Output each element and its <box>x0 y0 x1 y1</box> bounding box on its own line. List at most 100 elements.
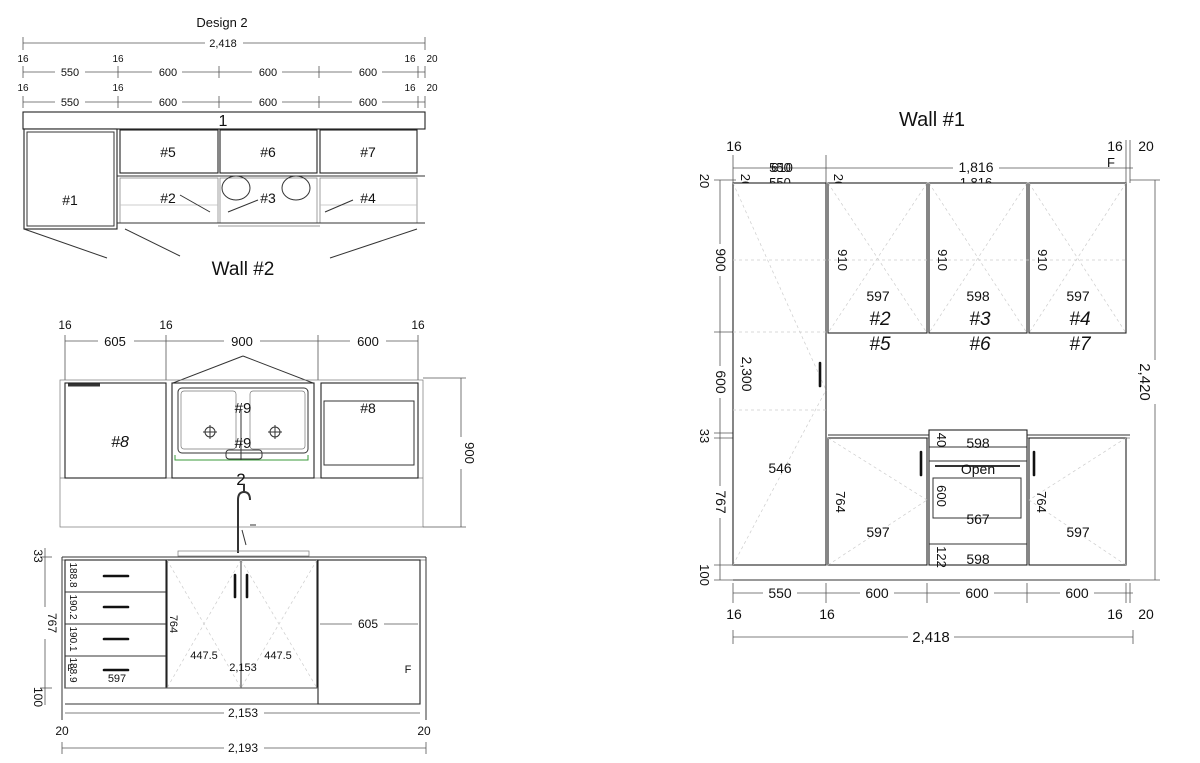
upper-label-a: #3 <box>969 309 991 330</box>
wall2-row2-dim: 550 <box>61 97 79 109</box>
upper-label-b: #6 <box>969 334 991 355</box>
wall1-overlap-dim: 610 <box>771 160 793 175</box>
wall2-row1-dim: 600 <box>259 67 277 79</box>
oven-bottom-width: 598 <box>966 551 990 567</box>
oven-height: 600 <box>934 485 949 507</box>
sink-plan-unit-9-top: #9 <box>235 400 252 417</box>
drawer-height: 190.2 <box>67 594 78 619</box>
sink-plan-number: 2 <box>236 470 245 489</box>
wall1-left-20: 20 <box>697 174 712 188</box>
wall2-row2-dim: 16 <box>17 83 29 94</box>
oven-label: Open <box>961 461 995 477</box>
lower-width: 597 <box>866 524 890 540</box>
lower-height: 764 <box>1034 491 1049 513</box>
elev2-end-right: 20 <box>417 724 431 738</box>
design-title: Design 2 <box>196 15 247 30</box>
upper-label-a: #2 <box>869 309 891 330</box>
elev2-end-left: 20 <box>55 724 69 738</box>
elev2-total-width: 2,193 <box>228 741 258 755</box>
unit-1-label: #1 <box>62 192 78 208</box>
wall1-left-dim: 600 <box>713 370 729 394</box>
upper-width: 597 <box>1066 288 1090 304</box>
wall-1-elevation: Wall #1 16 16 20 550 610 1,816 F 550 1,8… <box>697 109 1162 646</box>
sink-plan-unit-8-right: #8 <box>360 400 376 416</box>
door-width-left: 447.5 <box>190 650 218 662</box>
wall2-row2-dim: 600 <box>359 97 377 109</box>
upper-height: 910 <box>1035 249 1050 271</box>
sink-plan-dim: 16 <box>159 318 173 332</box>
oven-width: 567 <box>966 511 990 527</box>
wall2-total-dim: 2,418 <box>209 38 237 50</box>
upper-width: 598 <box>966 288 990 304</box>
unit-2-label: #2 <box>160 190 176 206</box>
unit-5-label: #5 <box>160 144 176 160</box>
upper-height: 910 <box>935 249 950 271</box>
oven-top-height: 40 <box>934 433 949 447</box>
elev2-inner-width: 2,153 <box>228 706 258 720</box>
lower-height: 764 <box>833 491 848 513</box>
sink-plan-dim: 605 <box>104 334 126 349</box>
drawer-height: 188.8 <box>67 562 78 587</box>
wall2-row2-dim: 16 <box>112 83 124 94</box>
wall1-bottom-dim: 600 <box>865 585 889 601</box>
wall2-row2-dim: 600 <box>259 97 277 109</box>
tall-unit-height: 2,300 <box>739 356 755 391</box>
sink-plan-dim: 16 <box>58 318 72 332</box>
upper-height: 910 <box>835 249 850 271</box>
wall1-bottom-dim: 550 <box>768 585 792 601</box>
wall2-row2-dim: 16 <box>404 83 416 94</box>
elev2-left-dim: 33 <box>31 549 45 563</box>
sink-plan: 16 605 16 900 600 16 #8 #9 #9 <box>58 318 477 528</box>
sink-plan-unit-8-left: #8 <box>111 434 129 451</box>
lower-width: 597 <box>1066 524 1090 540</box>
wall2-row1-dim: 600 <box>359 67 377 79</box>
sink-plan-unit-9-bottom: #9 <box>235 435 252 452</box>
wall1-bottom-dim: 600 <box>1065 585 1089 601</box>
wall1-left-dim: 900 <box>713 248 729 272</box>
sink-base-width: 2,153 <box>229 662 257 674</box>
wall1-total-height: 2,420 <box>1136 363 1153 401</box>
wall1-top-dim: 16 <box>1107 138 1123 154</box>
sink-plan-dim: 900 <box>231 334 253 349</box>
wall-1-title: Wall #1 <box>899 109 965 131</box>
wall1-overlap-dim: 550 <box>769 160 791 175</box>
drawer-marker: F <box>67 663 73 673</box>
wall2-row1-dim: 16 <box>112 54 124 65</box>
wall1-marker: F <box>1107 155 1115 170</box>
sink-base-height: 764 <box>167 615 179 633</box>
wall2-number: 1 <box>219 113 228 130</box>
wall2-row1-dim: 16 <box>404 54 416 65</box>
unit-6-label: #6 <box>260 144 276 160</box>
elev2-left-dim: 767 <box>45 613 59 633</box>
drawer-width: 597 <box>108 673 126 685</box>
wall-2-label: Wall #2 <box>212 259 275 280</box>
wall2-row1-dim: 20 <box>426 54 438 65</box>
wall1-left-dim: 33 <box>697 429 712 443</box>
wall-2-plan: 2,418 16 550 16 600 600 600 16 20 16 <box>17 36 438 280</box>
upper-label-b: #5 <box>869 334 891 355</box>
wall1-bottom-dim: 600 <box>965 585 989 601</box>
sink-plan-dim: 16 <box>411 318 425 332</box>
upper-label-b: #7 <box>1069 334 1092 355</box>
wall1-upper-width: 1,816 <box>958 159 993 175</box>
oven-top-width: 598 <box>966 435 990 451</box>
right-cabinet-marker: F <box>405 664 412 676</box>
tall-unit-width: 546 <box>768 460 792 476</box>
unit-7-label: #7 <box>360 144 376 160</box>
upper-label-a: #4 <box>1069 309 1090 330</box>
drawer-height: 188.9 <box>67 657 78 682</box>
door-width-right: 447.5 <box>264 650 292 662</box>
sink-plan-dim: 600 <box>357 334 379 349</box>
wall2-row2-dim: 600 <box>159 97 177 109</box>
wall1-total-width: 2,418 <box>912 629 950 646</box>
unit-4-label: #4 <box>360 190 376 206</box>
oven-bottom-height: 122 <box>934 546 949 568</box>
wall-2-elevation: 33 767 100 188.8 190.2 190.1 188.9 597 F… <box>31 484 431 755</box>
wall1-bottom-end: 20 <box>1138 606 1154 622</box>
drawer-height: 190.1 <box>67 626 78 651</box>
unit-3-label: #3 <box>260 190 276 206</box>
wall2-row1-dim: 600 <box>159 67 177 79</box>
wall1-top-dim: 16 <box>726 138 742 154</box>
wall2-row1-dim: 550 <box>61 67 79 79</box>
